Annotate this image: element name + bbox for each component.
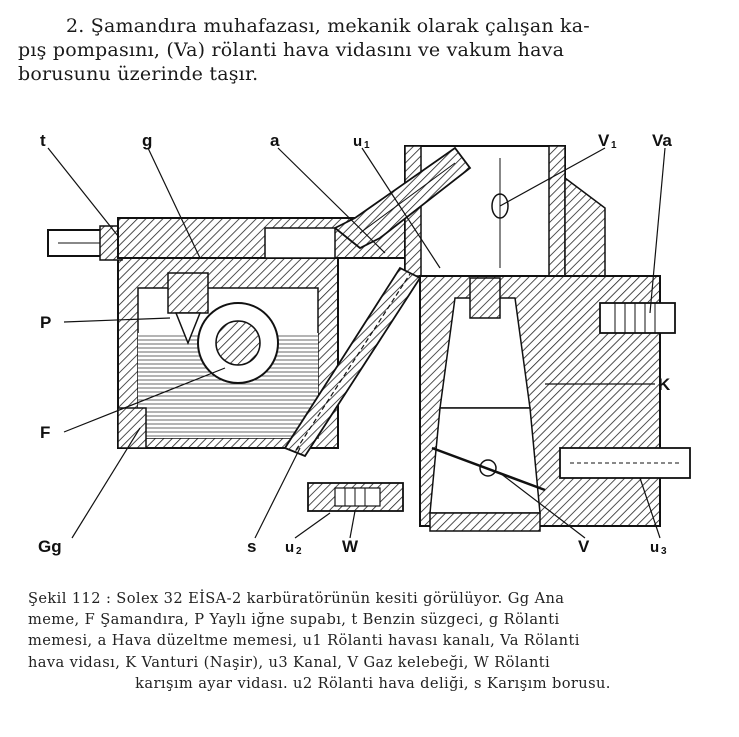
carburetor-cross-section-figure: t g a u 1 V 1 Va P K F Gg s u 2 W V u 3 xyxy=(0,118,739,568)
label-u1-sub: 1 xyxy=(364,140,370,151)
caption-line-1: Şekil 112 : Solex 32 EİSA-2 karbüratörün… xyxy=(28,590,565,607)
caption-line-5: karışım ayar vidası. u2 Rölanti hava del… xyxy=(135,674,611,692)
float-bowl xyxy=(117,257,339,449)
air-correction-tube xyxy=(333,146,472,250)
label-s: s xyxy=(247,537,256,556)
label-u3-sub: 3 xyxy=(661,546,667,557)
label-gg: Gg xyxy=(38,537,62,556)
idle-air-screw xyxy=(599,302,676,334)
label-va: Va xyxy=(652,131,672,150)
label-u1: u xyxy=(353,133,362,150)
label-w: W xyxy=(342,537,359,556)
caption-line-3: memesi, a Hava düzeltme memesi, u1 Rölan… xyxy=(28,632,580,650)
label-v: V xyxy=(578,537,590,556)
vacuum-pipe xyxy=(559,447,691,479)
carburetor-drawing: t g a u 1 V 1 Va P K F Gg s u 2 W V u 3 xyxy=(38,131,691,557)
label-v1: V xyxy=(598,131,610,150)
label-u3: u xyxy=(650,539,659,556)
label-k: K xyxy=(658,375,671,394)
figure-caption: Şekil 112 : Solex 32 EİSA-2 karbüratörün… xyxy=(28,588,718,694)
label-a: a xyxy=(270,131,280,150)
intro-paragraph: 2. Şamandıra muhafazası, mekanik olarak … xyxy=(18,14,723,86)
label-u2-sub: 2 xyxy=(296,546,302,557)
label-p: P xyxy=(40,313,51,332)
label-t: t xyxy=(40,131,46,150)
label-g: g xyxy=(142,131,152,150)
figure-labels: t g a u 1 V 1 Va P K F Gg s u 2 W V u 3 xyxy=(38,131,672,557)
intro-line-2: pış pompasını, (Va) rölanti hava vidasın… xyxy=(18,39,565,61)
idle-mixture-screw xyxy=(307,482,404,512)
intro-line-3: borusunu üzerinde taşır. xyxy=(18,63,259,85)
label-f: F xyxy=(40,423,50,442)
intro-line-1: 2. Şamandıra muhafazası, mekanik olarak … xyxy=(66,15,590,37)
label-v1-sub: 1 xyxy=(611,140,617,151)
caption-line-2: meme, F Şamandıra, P Yaylı iğne supabı, … xyxy=(28,611,560,629)
caption-line-4: hava vidası, K Vanturi (Naşir), u3 Kanal… xyxy=(28,653,551,671)
label-u2: u xyxy=(285,539,294,556)
leader-lines xyxy=(47,147,666,539)
